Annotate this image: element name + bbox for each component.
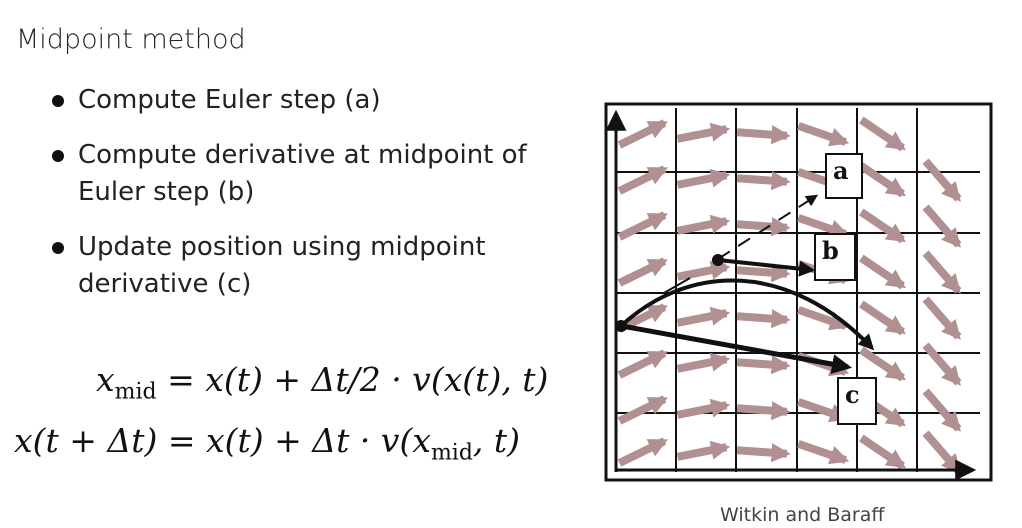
field-arrow: [922, 250, 962, 294]
eq1-rhs: = x(t) + Δt/2 · v(x(t), t): [167, 360, 549, 399]
field-arrow: [859, 116, 906, 152]
label-b-text: b: [822, 236, 839, 265]
field-arrow: [736, 309, 791, 329]
eq2-rhs-a: = x(t) + Δt · v(x: [167, 421, 431, 460]
field-arrow: [922, 204, 962, 248]
field-arrow: [859, 434, 906, 470]
field-arrow: [797, 440, 850, 465]
solution-curve: [619, 278, 875, 351]
label-a-text: a: [833, 156, 849, 185]
field-arrow: [676, 398, 731, 419]
field-arrow: [617, 257, 668, 287]
bullet-text: Update position using midpoint derivativ…: [78, 232, 486, 299]
field-arrow: [617, 349, 668, 379]
label-c-text: c: [845, 380, 860, 409]
field-arrow: [617, 437, 668, 467]
field-arrow: [736, 355, 791, 375]
equation-update: x(t + Δt) = x(t) + Δt · v(xmid, t): [14, 421, 520, 466]
field-arrow: [797, 214, 850, 239]
label-b: b: [814, 233, 856, 281]
field-arrow: [859, 254, 906, 290]
field-arrow: [676, 440, 731, 461]
start-tangent-tick: [663, 277, 691, 294]
field-arrow: [859, 346, 906, 382]
bullet-list: Compute Euler step (a) Compute derivativ…: [50, 82, 598, 321]
bullet-item: Compute Euler step (a): [50, 82, 598, 119]
field-arrow: [859, 300, 906, 336]
field-arrow: [676, 352, 731, 373]
label-a: a: [825, 153, 863, 199]
label-c: c: [837, 377, 877, 425]
field-arrow: [797, 122, 850, 147]
bullet-dot-icon: [52, 95, 64, 107]
field-arrow: [617, 165, 668, 195]
eq2-rhs-subscript: mid: [430, 440, 473, 466]
grid-lines: [615, 108, 980, 472]
equation-midpoint: xmid = x(t) + Δt/2 · v(x(t), t): [96, 360, 548, 405]
field-arrow: [922, 342, 962, 386]
field-arrow: [797, 306, 850, 331]
field-arrow: [922, 158, 962, 202]
eq2-rhs-b: , t): [472, 421, 521, 460]
field-arrow: [736, 217, 791, 237]
field-arrow: [859, 162, 906, 198]
field-arrow: [676, 168, 731, 189]
slide-title: Midpoint method: [16, 24, 246, 55]
eq1-lhs-subscript: mid: [114, 379, 157, 405]
field-arrow: [676, 306, 731, 327]
field-arrow: [736, 401, 791, 421]
bullet-text: Compute Euler step (a): [78, 85, 381, 115]
field-arrow: [922, 430, 962, 474]
eq1-lhs: x: [96, 360, 115, 399]
bullet-text: Compute derivative at midpoint of Euler …: [78, 140, 527, 207]
field-arrow: [676, 214, 731, 235]
field-arrow: [736, 443, 791, 463]
field-arrow: [676, 260, 731, 281]
bullet-dot-icon: [52, 150, 64, 162]
field-arrow: [736, 125, 791, 145]
field-arrow: [617, 395, 668, 425]
field-arrow: [617, 211, 668, 241]
bullet-item: Compute derivative at midpoint of Euler …: [50, 137, 598, 211]
midpoint-dot: [712, 254, 724, 266]
eq2-lhs: x(t + Δt): [14, 421, 158, 460]
field-arrow: [922, 296, 962, 340]
euler-step-a-arrow: [717, 194, 819, 260]
field-arrow: [617, 119, 668, 149]
image-credit: Witkin and Baraff: [720, 504, 885, 526]
update-c-arrow: [621, 323, 852, 374]
field-arrow: [859, 208, 906, 244]
midpoint-derivative-b-arrow: [717, 258, 816, 277]
figure-frame: [604, 102, 993, 482]
field-arrow: [922, 388, 962, 432]
bullet-dot-icon: [52, 242, 64, 254]
bullet-item: Update position using midpoint derivativ…: [50, 229, 598, 303]
start-point-dot: [615, 320, 627, 332]
field-arrow: [736, 263, 791, 283]
field-arrow: [736, 171, 791, 191]
field-arrow: [676, 122, 731, 143]
